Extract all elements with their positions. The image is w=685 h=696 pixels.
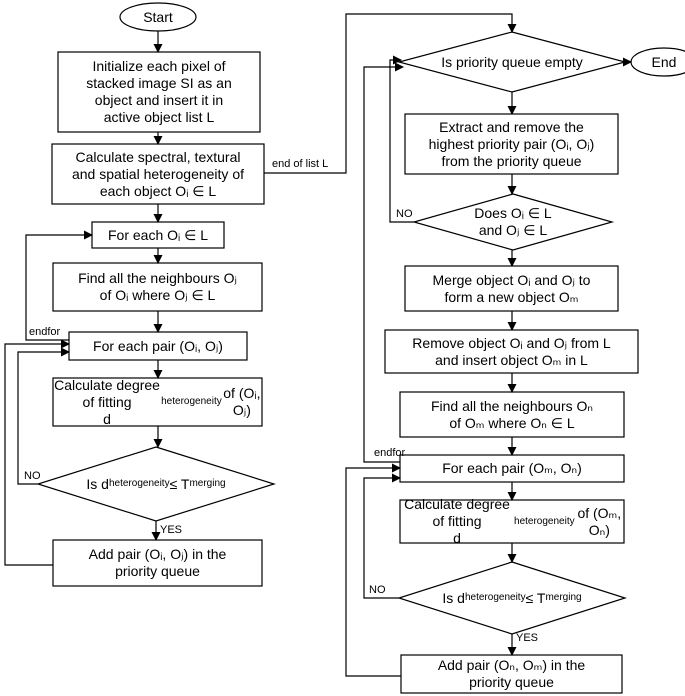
edge-no-right-loop: [363, 473, 401, 599]
no-right-top-label: NO: [396, 208, 413, 220]
edge-no-left-loop: [17, 347, 70, 485]
no-left-label: NO: [24, 470, 41, 482]
add-pair-left-text: Add pair (Oᵢ, Oⱼ) in the priority queue: [88, 546, 227, 579]
end-label: End: [651, 53, 677, 70]
edge-add-left-loop: [4, 339, 70, 566]
edge-add-right-loop: [345, 463, 401, 677]
end-of-list-label: end of list L: [272, 158, 329, 170]
init-text: Initialize each pixel of stacked image S…: [86, 58, 232, 125]
start-label: Start: [143, 8, 173, 25]
remove-text: Remove object Oᵢ and Oⱼ from L and inser…: [412, 334, 611, 368]
does-in-l-diamond: [411, 193, 615, 251]
extract-text: Extract and remove the highest priority …: [428, 118, 595, 169]
edge-endfor-right-loop: [363, 62, 404, 463]
no-right-label: NO: [369, 584, 386, 596]
for-each-pair-right-text: For each pair (Oₘ, Oₙ): [442, 460, 582, 476]
queue-empty-text: Is priority queue empty: [441, 53, 583, 70]
yes-right-label: YES: [516, 632, 539, 644]
add-pair-right-text: Add pair (Oₙ, Oₘ) in the priority queue: [437, 657, 586, 690]
edge-endfor-left-loop: [25, 230, 93, 341]
for-each-pair-left-text: For each pair (Oᵢ, Oⱼ): [93, 337, 223, 354]
find-neighbours-oj-text: Find all the neighbours Oⱼ of Oᵢ where O…: [78, 270, 237, 303]
endfor-right-label: endfor: [374, 447, 406, 459]
edge-end-of-list: [264, 13, 517, 174]
merge-text: Merge object Oᵢ and Oⱼ to form a new obj…: [432, 271, 591, 305]
does-in-l-text: Does Oᵢ ∈ L and Oⱼ ∈ L: [474, 205, 552, 238]
calc-het-text: Calculate spectral, textural and spatial…: [71, 148, 244, 199]
find-neighbours-on-text: Find all the neighbours Oₙ of Oₘ where O…: [430, 397, 593, 431]
for-each-oi-text: For each Oᵢ ∈ L: [108, 226, 208, 243]
edge-no-right-top-loop: [389, 55, 414, 223]
endfor-left-label: endfor: [29, 326, 61, 338]
yes-left-label: YES: [160, 524, 183, 536]
